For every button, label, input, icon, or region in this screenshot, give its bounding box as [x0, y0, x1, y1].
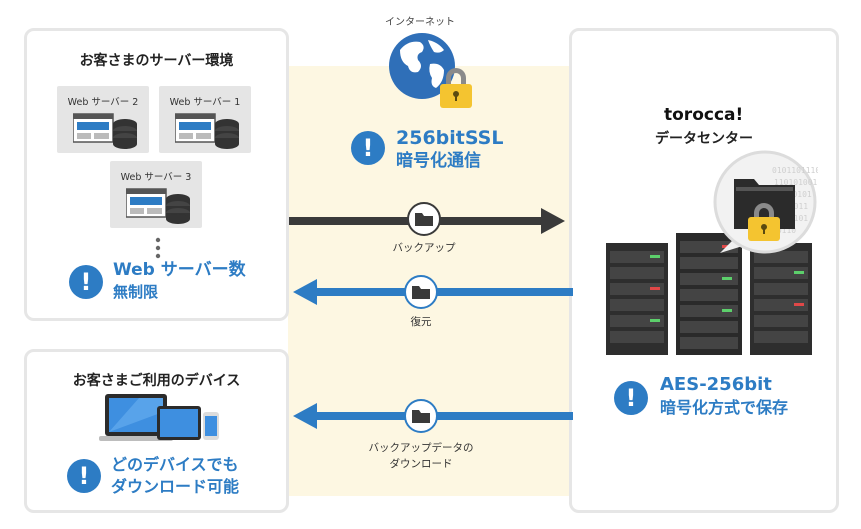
restore-arrow [293, 279, 573, 305]
download-label-line1: バックアップデータの [368, 442, 474, 454]
download-folder-icon [404, 399, 438, 433]
download-label: バックアップデータの ダウンロード [351, 440, 491, 472]
svg-text:10011: 10011 [784, 202, 808, 211]
backup-label: バックアップ [392, 242, 456, 254]
server-exclamation-icon: ! [69, 265, 103, 299]
device-panel: お客さまご利用のデバイス ! どのデバイスでも ダウンロード可能 [24, 349, 289, 513]
ssl-feature-subtitle: 暗号化通信 [396, 151, 481, 171]
brand-logo: torocca! [664, 105, 744, 125]
server-racks-icon [606, 233, 812, 355]
ssl-exclamation-icon: ! [351, 131, 385, 165]
download-arrow [293, 403, 573, 429]
download-label-line2: ダウンロード [389, 458, 453, 470]
backup-folder-icon [407, 202, 441, 236]
globe-lock-icon [389, 33, 472, 108]
web-server-3-label: Web サーバー 3 [120, 172, 192, 183]
server-environment-panel: お客さまのサーバー環境 Web サーバー 2 Web サーバー 1 Web [24, 28, 289, 321]
datacenter-exclamation-icon: ! [614, 381, 648, 415]
device-exclamation-icon: ! [67, 459, 101, 493]
datacenter-feature-subtitle: 暗号化方式で保存 [660, 398, 789, 417]
datacenter-panel: torocca! データセンター [569, 28, 839, 513]
device-feature-title: どのデバイスでも [111, 455, 239, 474]
web-server-icon [73, 113, 137, 149]
svg-text:10110: 10110 [772, 226, 796, 235]
web-server-2-label: Web サーバー 2 [67, 97, 139, 108]
restore-label: 復元 [410, 316, 432, 328]
datacenter-feature-title: AES-256bit [660, 374, 772, 395]
svg-text:1101010011: 1101010011 [774, 178, 818, 187]
web-server-3-card: Web サーバー 3 [110, 161, 202, 228]
web-server-1-card: Web サーバー 1 [159, 86, 251, 153]
ssl-feature-title: 256bitSSL [396, 127, 504, 149]
server-feature-subtitle: 無制限 [113, 283, 159, 301]
datacenter-title: データセンター [655, 131, 753, 147]
server-feature-title: Web サーバー数 [113, 260, 246, 280]
internet-label: インターネット [385, 17, 455, 28]
restore-folder-icon [404, 275, 438, 309]
web-server-icon [126, 188, 190, 224]
web-server-1-label: Web サーバー 1 [169, 97, 241, 108]
device-feature-subtitle: ダウンロード可能 [111, 477, 240, 496]
devices-icon [99, 394, 219, 441]
more-servers-ellipsis-icon [155, 237, 161, 259]
web-server-icon [175, 113, 239, 149]
svg-text:01101: 01101 [784, 214, 808, 223]
device-panel-title: お客さまご利用のデバイス [72, 373, 241, 389]
svg-text:0101101110: 0101101110 [772, 166, 818, 175]
web-server-2-card: Web サーバー 2 [57, 86, 149, 153]
server-panel-title: お客さまのサーバー環境 [79, 53, 234, 69]
